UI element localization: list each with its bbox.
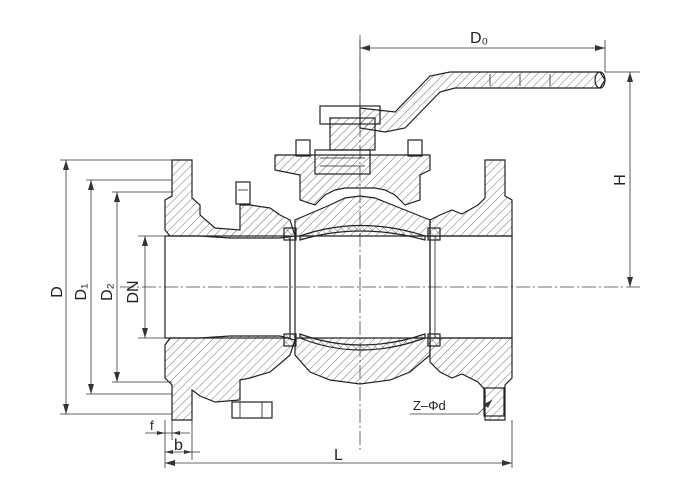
right-flange-upper <box>429 159 513 237</box>
stem-assembly <box>274 105 431 206</box>
dimension-L <box>164 420 513 468</box>
dimension-D0 <box>359 40 606 106</box>
label-D2: D₂ <box>99 283 116 301</box>
dimension-H <box>605 71 640 287</box>
left-flange-lower <box>164 335 296 421</box>
label-D0: D₀ <box>470 30 488 47</box>
dimension-D1 <box>86 179 172 395</box>
dimension-D2 <box>112 191 172 383</box>
label-D: D <box>49 286 66 298</box>
bolt-callout <box>410 399 493 415</box>
label-b: b <box>174 437 183 454</box>
label-D1: D₁ <box>73 284 90 301</box>
label-H: H <box>612 174 629 186</box>
ball <box>283 227 441 347</box>
label-f: f <box>150 418 154 433</box>
dimension-b <box>165 420 200 460</box>
label-DN: DN <box>125 280 142 303</box>
dimension-D <box>60 159 172 415</box>
dimension-f <box>145 420 190 440</box>
lever-handle <box>359 71 606 133</box>
label-bolts: Z–Φd <box>413 398 446 413</box>
label-L: L <box>334 447 343 464</box>
dimension-DN <box>138 235 165 339</box>
left-bore <box>164 235 291 339</box>
left-flange-upper <box>164 159 296 239</box>
valve-body <box>294 195 431 385</box>
